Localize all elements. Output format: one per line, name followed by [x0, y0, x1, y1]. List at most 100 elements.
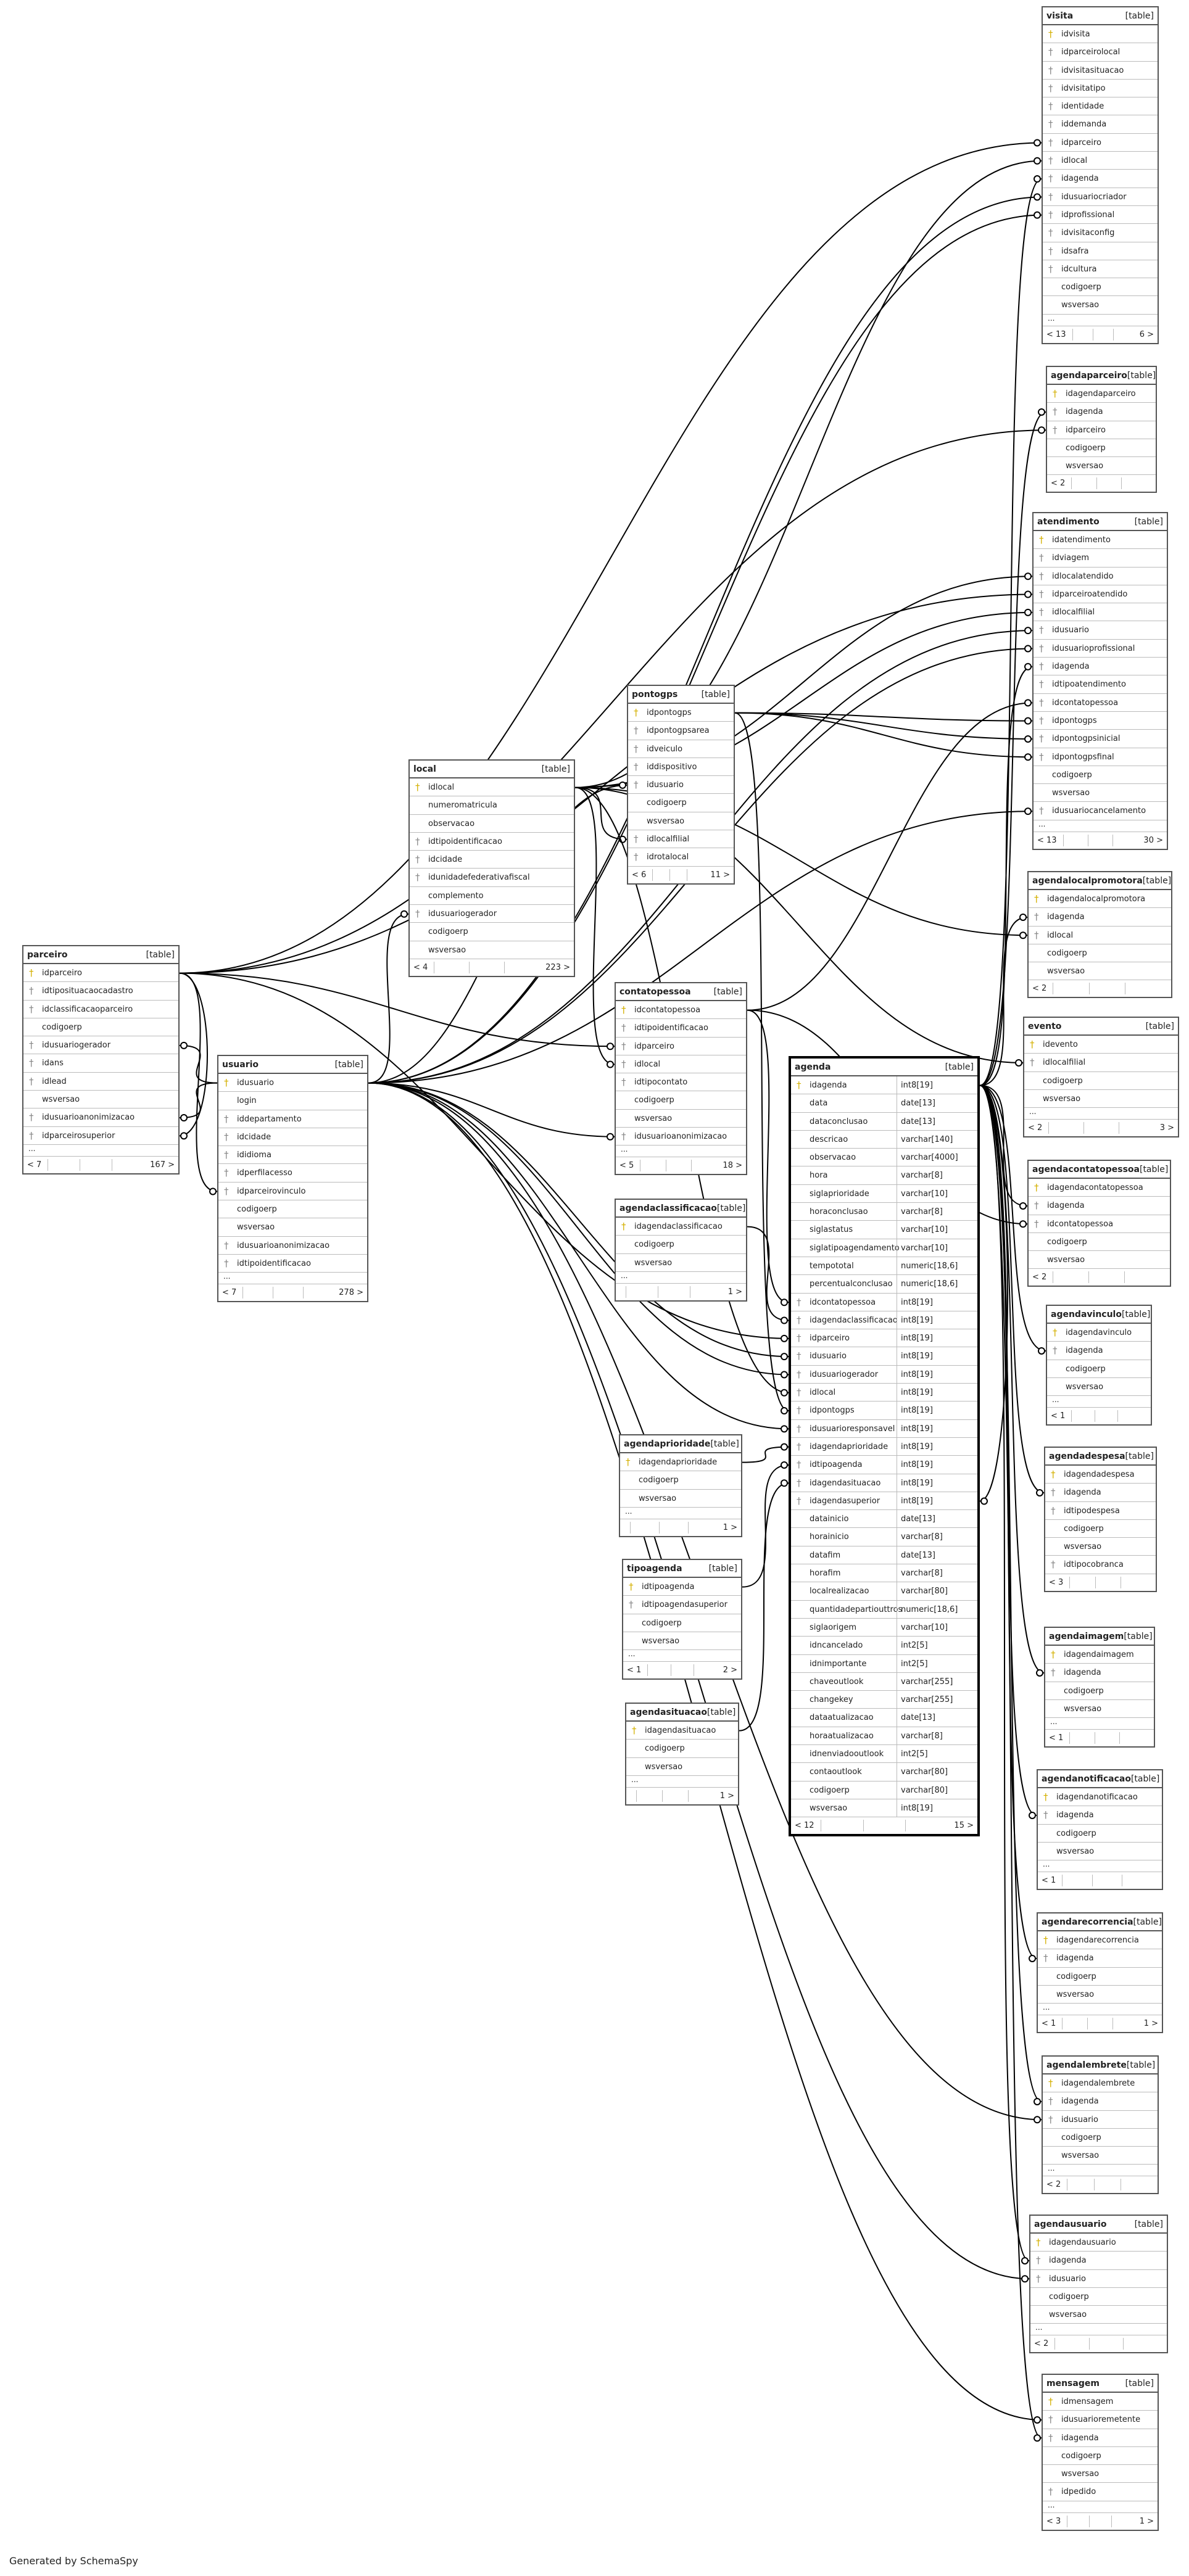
column-row[interactable]: †idagendaprioridade	[620, 1453, 741, 1472]
column-row[interactable]: codigoerp	[1043, 278, 1158, 297]
column-row[interactable]: †idtipoidentificacao	[218, 1255, 367, 1273]
column-row[interactable]: †idrotalocal	[628, 848, 734, 867]
column-row[interactable]: †idusuarioprofissional	[1034, 640, 1167, 658]
parent-count[interactable]: < 1	[627, 1666, 642, 1675]
column-row[interactable]: †idlocal	[1029, 927, 1171, 944]
table-name[interactable]: agendanotificacao	[1042, 1773, 1131, 1784]
column-row[interactable]: wsversao	[1047, 1378, 1151, 1397]
table-agendaparceiro[interactable]: agendaparceiro[table]†idagendaparceiro†i…	[1046, 366, 1157, 493]
column-row[interactable]: wsversao	[1045, 1700, 1154, 1719]
table-agendaprioridade[interactable]: agendaprioridade[table]†idagendapriorida…	[619, 1434, 742, 1537]
column-row[interactable]: wsversao	[1034, 784, 1167, 803]
column-row[interactable]: observacao	[410, 815, 574, 833]
column-row[interactable]: †idagendalembrete	[1043, 2074, 1158, 2093]
column-row[interactable]: †idpontogpsinicial	[1034, 730, 1167, 748]
column-row[interactable]: †idlocal	[616, 1055, 746, 1074]
column-row[interactable]: wsversao	[23, 1091, 178, 1109]
parent-count[interactable]: < 13	[1046, 329, 1066, 339]
column-row[interactable]: †idagenda	[1045, 1664, 1154, 1682]
column-row[interactable]: †idusuariogerador	[23, 1036, 178, 1055]
parent-count[interactable]: < 7	[27, 1160, 42, 1170]
table-agendalocalpromotora[interactable]: agendalocalpromotora[table]†idagendaloca…	[1027, 871, 1172, 999]
table-name[interactable]: pontogps	[632, 689, 678, 700]
column-row[interactable]: wsversao	[1038, 1986, 1162, 2004]
column-row[interactable]: †idparceiro	[1047, 421, 1156, 439]
column-row[interactable]: †idlocalatendido	[1034, 568, 1167, 585]
column-row[interactable]: codigoerp	[410, 923, 574, 941]
column-row[interactable]: †idcontatopessoa	[616, 1001, 746, 1020]
parent-count[interactable]: < 2	[1051, 479, 1066, 489]
table-parceiro[interactable]: parceiro[table]†idparceiro†idtiposituaca…	[22, 945, 180, 1174]
table-name[interactable]: agendacontatopessoa	[1032, 1164, 1140, 1174]
table-name[interactable]: agendavinculo	[1051, 1309, 1122, 1319]
parent-count[interactable]: < 2	[1034, 2339, 1049, 2349]
column-row[interactable]: †idevento	[1024, 1036, 1178, 1054]
parent-count[interactable]: < 12	[795, 1821, 814, 1831]
column-row[interactable]: †idagendalocalpromotora	[1029, 890, 1171, 909]
table-agendaclassificacao[interactable]: agendaclassificacao[table]†idagendaclass…	[615, 1199, 747, 1302]
column-row[interactable]: wsversao	[616, 1110, 746, 1128]
column-row[interactable]: †idvisita	[1043, 25, 1158, 44]
table-tipoagenda[interactable]: tipoagenda[table]†idtipoagenda†idtipoage…	[622, 1559, 742, 1680]
child-count[interactable]: 278 >	[339, 1288, 363, 1298]
table-agendausuario[interactable]: agendausuario[table]†idagendausuario†ida…	[1029, 2215, 1168, 2354]
column-row[interactable]: wsversao	[1045, 1538, 1156, 1556]
column-row[interactable]: †idagenda	[1045, 1484, 1156, 1502]
column-row[interactable]: wsversao	[218, 1218, 367, 1237]
table-name[interactable]: agendaclassificacao	[619, 1203, 717, 1213]
column-row[interactable]: wsversao	[620, 1490, 741, 1508]
parent-count[interactable]: < 2	[1046, 2180, 1061, 2190]
column-row[interactable]: codigoerp	[626, 1740, 738, 1758]
column-row[interactable]: †idclassificacaoparceiro	[23, 1001, 178, 1018]
column-row[interactable]: †idtipoatendimento	[1034, 675, 1167, 694]
column-row[interactable]: codigoerp	[1038, 1825, 1162, 1843]
column-row[interactable]: codigoerp	[218, 1200, 367, 1219]
column-row[interactable]: †idusuarioanonimizacao	[616, 1128, 746, 1146]
table-agendarecorrencia[interactable]: agendarecorrencia[table]†idagendarecorre…	[1037, 1912, 1163, 2034]
column-row[interactable]: †idcidade	[218, 1128, 367, 1147]
column-row[interactable]: †idpontogps	[1034, 712, 1167, 730]
table-name[interactable]: parceiro	[27, 949, 68, 960]
column-row[interactable]: †idvisitasituacao	[1043, 62, 1158, 80]
column-row[interactable]: †idtipoidentificacao	[616, 1019, 746, 1038]
column-row[interactable]: wsversao	[616, 1254, 746, 1272]
column-row[interactable]: †iddemanda	[1043, 115, 1158, 134]
column-row[interactable]: †idagenda	[1029, 1197, 1170, 1215]
column-row[interactable]: †idparceiroatendido	[1034, 585, 1167, 604]
column-row[interactable]: †idpedido	[1043, 2483, 1158, 2501]
table-name[interactable]: usuario	[222, 1059, 259, 1070]
column-row[interactable]: †idpontogpsarea	[628, 722, 734, 740]
column-row[interactable]: †idagenda	[1047, 1342, 1151, 1360]
column-row[interactable]: †idagenda	[1043, 2429, 1158, 2447]
child-count[interactable]: 1 >	[1143, 2019, 1158, 2029]
parent-count[interactable]: < 5	[619, 1161, 634, 1171]
child-count[interactable]: 1 >	[719, 1791, 734, 1801]
column-row[interactable]: †idatendimento	[1034, 531, 1167, 550]
child-count[interactable]: 167 >	[150, 1160, 175, 1170]
